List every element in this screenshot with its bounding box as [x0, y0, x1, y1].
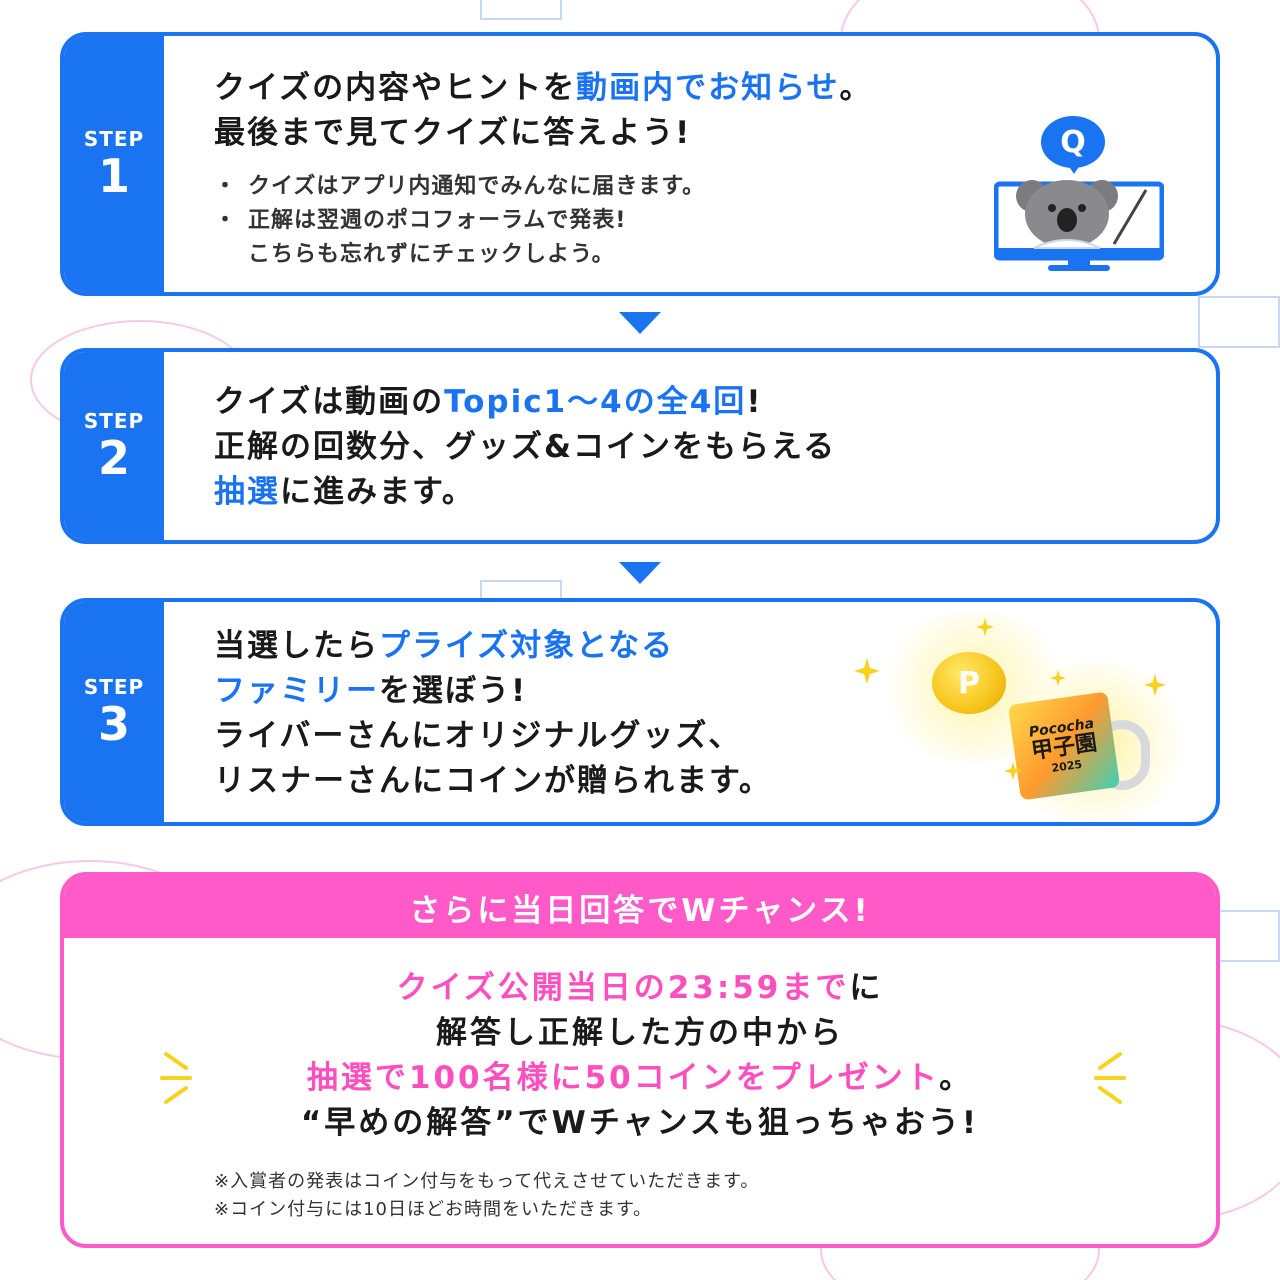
step-number: 2	[97, 431, 130, 485]
highlight-text: 動画内でお知らせ	[576, 70, 840, 106]
prize-illustration: P Pococha 甲子園 2025	[854, 612, 1194, 822]
w-chance-box: さらに当日回答でWチャンス! クイズ公開当日の23:59までに解答し正解した方の…	[60, 872, 1220, 1248]
text-line: リスナーさんにコインが贈られます。	[214, 759, 1216, 804]
bullet-text: 正解は翌週のポコフォーラムで発表!	[248, 208, 627, 233]
sparkle-icon	[1050, 670, 1066, 686]
step-1-bullets: クイズはアプリ内通知でみんなに届きます。 正解は翌週のポコフォーラムで発表! こち…	[214, 170, 1216, 272]
coin-letter: P	[958, 665, 980, 701]
text-segment: 当選したら	[214, 628, 379, 664]
highlight-text: 抽選	[214, 474, 280, 510]
step-label: STEP	[83, 675, 145, 699]
bubble-letter: Q	[1060, 124, 1086, 160]
coin-icon: P	[932, 652, 1006, 714]
mug-body: Pococha 甲子園 2025	[1007, 691, 1121, 801]
text-segment: 正解の回数分、グッズ&コインをもらえる	[214, 429, 837, 465]
step-2-tab: STEP 2	[64, 352, 164, 540]
highlight-text: クイズ公開当日の23:59まで	[396, 970, 850, 1006]
text-line: ファミリーを選ぼう!	[214, 669, 1216, 714]
sparkle-icon	[854, 658, 880, 684]
bullet-text: クイズはアプリ内通知でみんなに届きます。	[248, 174, 706, 199]
monitor-icon	[994, 180, 1164, 271]
text-segment: 解答し正解した方の中から	[436, 1015, 844, 1051]
bubble-tail	[1066, 162, 1082, 174]
text-segment: “早めの解答”でWチャンスも狙っちゃおう!	[300, 1105, 980, 1141]
text-segment: リスナーさんにコインが贈られます。	[214, 763, 772, 799]
bg-deco-square	[480, 580, 562, 600]
text-line: クイズの内容やヒントを動画内でお知らせ。	[214, 66, 1216, 111]
text-line: クイズ公開当日の23:59までに	[64, 966, 1216, 1011]
text-line: 抽選で100名様に50コインをプレゼント。	[64, 1056, 1216, 1101]
sparkle-icon	[1004, 762, 1022, 780]
koala-monitor-illustration: Q	[994, 114, 1164, 274]
bullet-text: こちらも忘れずにチェックしよう。	[248, 242, 615, 267]
bg-deco-square	[1198, 296, 1280, 348]
step-label: STEP	[83, 409, 145, 433]
step-1-tab: STEP 1	[64, 36, 164, 292]
text-line: 最後まで見てクイズに答えよう!	[214, 111, 1216, 156]
text-segment: クイズは動画の	[214, 384, 445, 420]
text-segment: 。	[939, 1060, 974, 1096]
text-segment: に	[849, 970, 884, 1006]
bullet-item: クイズはアプリ内通知でみんなに届きます。	[214, 170, 1216, 204]
arrow-down-icon	[619, 562, 661, 584]
sparkle-icon	[1144, 674, 1166, 696]
step-3-card: STEP 3 当選したらプライズ対象となるファミリーを選ぼう!ライバーさんにオリ…	[60, 598, 1220, 826]
step-2-card: STEP 2 クイズは動画のTopic1〜4の全4回! 正解の回数分、グッズ&コイ…	[60, 348, 1220, 544]
note-line: ※入賞者の発表はコイン付与をもって代えさせていただきます。	[214, 1171, 760, 1192]
step-number: 1	[97, 149, 130, 203]
text-line: ライバーさんにオリジナルグッズ、	[214, 714, 1216, 759]
step-number: 3	[97, 697, 130, 751]
note-line: ※コイン付与には10日ほどお時間をいただきます。	[214, 1199, 653, 1220]
text-segment: !	[746, 384, 763, 420]
bg-deco-square	[480, 0, 562, 20]
highlight-text: Topic1〜4の全4回	[444, 384, 747, 420]
text-line: “早めの解答”でWチャンスも狙っちゃおう!	[64, 1101, 1216, 1146]
text-segment: 。	[839, 70, 873, 106]
text-line: クイズは動画のTopic1〜4の全4回!	[214, 380, 1216, 425]
text-segment: 最後まで見てクイズに答えよう!	[214, 115, 692, 151]
bg-deco-square	[1210, 910, 1280, 962]
bullet-item: 正解は翌週のポコフォーラムで発表! こちらも忘れずにチェックしよう。	[214, 204, 1216, 272]
w-chance-header: さらに当日回答でWチャンス!	[64, 876, 1216, 938]
text-line: 当選したらプライズ対象となる	[214, 624, 1216, 669]
sparkle-icon	[976, 618, 994, 636]
step-label: STEP	[83, 127, 145, 151]
burst-lines-icon	[1094, 1052, 1126, 1104]
step-1-lead: クイズの内容やヒントを動画内でお知らせ。最後まで見てクイズに答えよう!	[214, 66, 1216, 156]
notes: ※入賞者の発表はコイン付与をもって代えさせていただきます。 ※コイン付与には10…	[64, 1168, 1216, 1224]
step-1-body: クイズの内容やヒントを動画内でお知らせ。最後まで見てクイズに答えよう! クイズは…	[164, 36, 1216, 292]
highlight-text: プライズ対象となる	[379, 628, 675, 664]
step-3-lead: 当選したらプライズ対象となるファミリーを選ぼう!ライバーさんにオリジナルグッズ、…	[214, 624, 1216, 804]
step-3-tab: STEP 3	[64, 602, 164, 822]
highlight-text: ファミリー	[214, 673, 379, 709]
step-1-card: STEP 1 クイズの内容やヒントを動画内でお知らせ。最後まで見てクイズに答えよ…	[60, 32, 1220, 296]
highlight-text: 抽選で100名様に50コインをプレゼント	[306, 1060, 940, 1096]
text-line: 正解の回数分、グッズ&コインをもらえる	[214, 425, 1216, 470]
text-segment: に進みます。	[280, 474, 475, 510]
step-2-body: クイズは動画のTopic1〜4の全4回!正解の回数分、グッズ&コインをもらえる抽…	[164, 352, 1216, 540]
text-segment: ライバーさんにオリジナルグッズ、	[214, 718, 742, 754]
arrow-down-icon	[619, 312, 661, 334]
text-line: 抽選に進みます。	[214, 470, 1216, 515]
goods-year: 2025	[1050, 757, 1083, 775]
burst-lines-icon	[160, 1052, 192, 1104]
step-3-body: 当選したらプライズ対象となるファミリーを選ぼう!ライバーさんにオリジナルグッズ、…	[164, 602, 1216, 822]
text-segment: を選ぼう!	[379, 673, 528, 709]
w-chance-body: クイズ公開当日の23:59までに解答し正解した方の中から抽選で100名様に50コ…	[64, 966, 1216, 1146]
text-segment: クイズの内容やヒントを	[214, 70, 577, 106]
text-line: 解答し正解した方の中から	[64, 1011, 1216, 1056]
step-2-lead: クイズは動画のTopic1〜4の全4回!正解の回数分、グッズ&コインをもらえる抽…	[214, 380, 1216, 515]
speech-bubble-icon: Q	[1041, 116, 1105, 168]
